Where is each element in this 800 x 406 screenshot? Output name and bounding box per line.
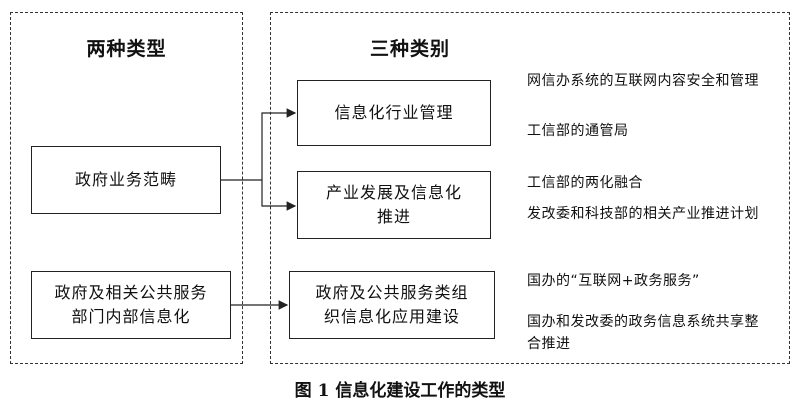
note-internet-plus: 国办的“互联网+政务服务”	[527, 273, 700, 289]
box-line: 部门内部信息化	[71, 307, 191, 326]
industry-development-box: 产业发展及信息化 推进	[297, 171, 491, 239]
left-panel	[10, 12, 243, 364]
arrow-to-industry-management	[221, 108, 297, 181]
right-panel-title: 三种类别	[369, 38, 450, 60]
public-service-app-box: 政府及公共服务类组 织信息化应用建设	[289, 271, 495, 339]
note-telecom-bureau: 工信部的通管局	[527, 123, 629, 139]
box-line: 政府业务范畴	[74, 170, 177, 189]
note-content-security: 网信办系统的互联网内容安全和管理	[527, 73, 759, 89]
box-line: 信息化行业管理	[334, 103, 454, 122]
box-line: 产业发展及信息化	[325, 183, 462, 202]
box-line: 政府及相关公共服务	[54, 283, 208, 302]
box-line: 织信息化应用建设	[323, 307, 460, 326]
box-line: 推进	[376, 207, 411, 226]
right-panel	[270, 12, 790, 364]
left-panel-title: 两种类型	[86, 38, 167, 60]
figure-caption: 图 1 信息化建设工作的类型	[294, 381, 506, 401]
government-business-box: 政府业务范畴	[31, 146, 221, 214]
note-two-integration: 工信部的两化融合	[527, 175, 643, 191]
note-industry-plan: 发改委和科技部的相关产业推进计划	[527, 206, 759, 222]
internal-informatization-box: 政府及相关公共服务 部门内部信息化	[31, 271, 231, 339]
box-line: 政府及公共服务类组	[315, 283, 469, 302]
arrow-to-industry-development	[261, 180, 297, 211]
note-info-sharing: 国办和发改委的政务信息系统共享整合推进	[527, 314, 759, 352]
industry-management-box: 信息化行业管理	[297, 80, 491, 146]
